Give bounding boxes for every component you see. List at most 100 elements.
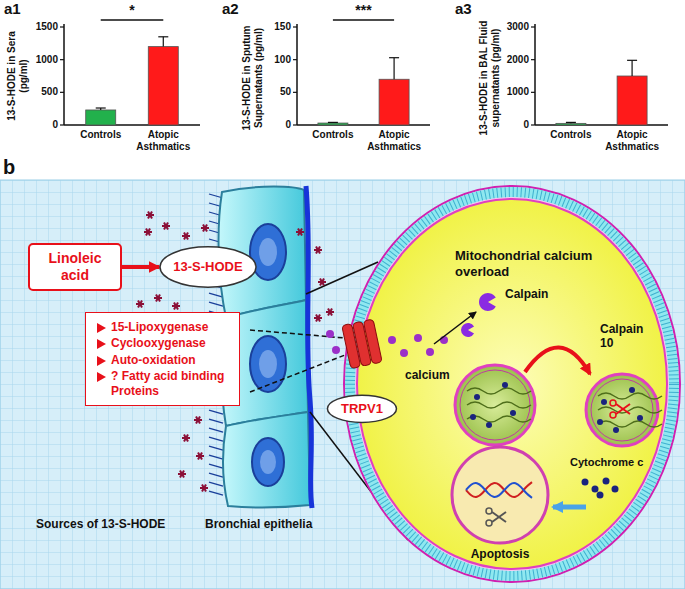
star-ray xyxy=(316,247,320,254)
outcome-label: Apoptosis xyxy=(460,547,540,561)
cytochrome-dot xyxy=(510,410,516,416)
scissor-handle xyxy=(610,412,616,418)
cilium xyxy=(209,437,223,441)
list-item: 15-Lipoxygenase xyxy=(96,320,208,334)
cleavage-arrow xyxy=(525,347,590,374)
tick-mark xyxy=(293,26,297,27)
category-label: Controls xyxy=(72,129,130,141)
scissor-blade xyxy=(616,404,630,414)
y-axis xyxy=(63,24,65,125)
reaction-arrow xyxy=(122,265,160,269)
molecule-star xyxy=(196,453,204,460)
axis-title: 13-S-HODE in Sera (pg/ml) xyxy=(6,21,30,131)
star-ray xyxy=(198,453,202,460)
ellipse-border xyxy=(160,247,256,287)
star-ray xyxy=(138,301,142,308)
source-list-box: 15-LipoxygenaseCyclooxygenaseAuto-oxidat… xyxy=(85,312,240,406)
process-label: Mitochondrial calcium overload xyxy=(455,248,615,279)
star-ray xyxy=(164,223,168,230)
star-ray xyxy=(184,435,188,442)
bar xyxy=(556,123,586,125)
calcium-ion xyxy=(400,349,408,357)
mitochondrion-outer xyxy=(455,365,535,445)
cilium xyxy=(209,428,223,432)
star-ray xyxy=(320,279,324,286)
star-ray xyxy=(174,303,178,310)
tick-mark xyxy=(531,92,535,93)
tick-mark xyxy=(293,124,297,125)
category-label: Atopic Asthmatics xyxy=(361,129,427,153)
tick-label: 0 xyxy=(18,119,58,131)
enzyme-label: Calpain 10 xyxy=(600,322,658,351)
molecule-star xyxy=(314,315,322,322)
calcium-ion xyxy=(326,330,334,338)
calcium-ion xyxy=(426,348,434,356)
basement-membrane xyxy=(306,186,312,508)
error-cap xyxy=(627,60,637,61)
crista xyxy=(467,388,531,394)
cell-nucleus xyxy=(252,438,284,486)
cytochrome-dot xyxy=(613,427,619,433)
ion-channel xyxy=(342,319,382,369)
star-ray xyxy=(184,233,188,240)
mitochondrion xyxy=(586,374,662,446)
star-ray xyxy=(184,435,188,442)
ion-label: calcium xyxy=(405,368,460,382)
star-ray xyxy=(138,301,142,308)
star-ray xyxy=(202,485,206,492)
scissor-handle xyxy=(486,508,492,514)
molecule-star xyxy=(172,303,180,310)
molecule-star xyxy=(318,279,326,286)
molecule-star xyxy=(296,229,304,236)
tick-mark xyxy=(60,26,64,27)
tick-label: 1500 xyxy=(18,21,58,33)
star-ray xyxy=(196,417,200,424)
star-ray xyxy=(146,229,150,236)
cytochrome-c-dot xyxy=(582,479,589,486)
bar xyxy=(318,123,348,125)
significance-mark: * xyxy=(112,2,152,19)
cilium xyxy=(209,491,223,495)
calcium-ion xyxy=(388,336,396,344)
mitochondrion-inner xyxy=(460,370,530,440)
ellipse-border xyxy=(327,395,396,422)
calpain-symbol xyxy=(479,293,496,311)
category-label: Atopic Asthmatics xyxy=(599,129,665,153)
scissor-blade xyxy=(616,404,630,414)
cytochrome-dot xyxy=(486,422,492,428)
category-label: Controls xyxy=(542,129,600,141)
x-axis xyxy=(535,124,668,126)
substrate-box: Linoleic acid xyxy=(28,243,122,291)
tick-label: 500 xyxy=(18,86,58,98)
cytochrome-c-dot xyxy=(597,492,604,499)
cilium xyxy=(209,302,223,306)
significance-bracket xyxy=(101,19,164,21)
lipid-bilayer xyxy=(350,192,674,576)
crista xyxy=(467,402,531,408)
molecule-star xyxy=(144,229,152,236)
receptor-ellipse: TRPV1 xyxy=(326,394,398,424)
tick-label: 50 xyxy=(251,86,291,98)
dna-strand xyxy=(466,483,532,498)
channel-subunit xyxy=(363,319,382,364)
nucleus xyxy=(452,447,548,543)
error-cap xyxy=(158,36,168,37)
molecule-star xyxy=(178,471,186,478)
activation-arrow xyxy=(434,312,476,344)
tick-label: 3000 xyxy=(489,21,529,33)
bar-chart xyxy=(531,24,668,125)
nucleolus xyxy=(260,450,276,474)
list-item: ? Fatty acid binding Proteins xyxy=(96,369,231,398)
star-ray xyxy=(174,303,178,310)
molecule-star xyxy=(154,295,162,302)
tick-mark xyxy=(293,92,297,93)
x-axis xyxy=(64,124,200,126)
bar-chart xyxy=(60,20,200,125)
scissor-blade xyxy=(492,512,506,522)
calcium-ion xyxy=(332,346,340,354)
molecule-star xyxy=(314,247,322,254)
panel-letter: a3 xyxy=(455,0,485,18)
